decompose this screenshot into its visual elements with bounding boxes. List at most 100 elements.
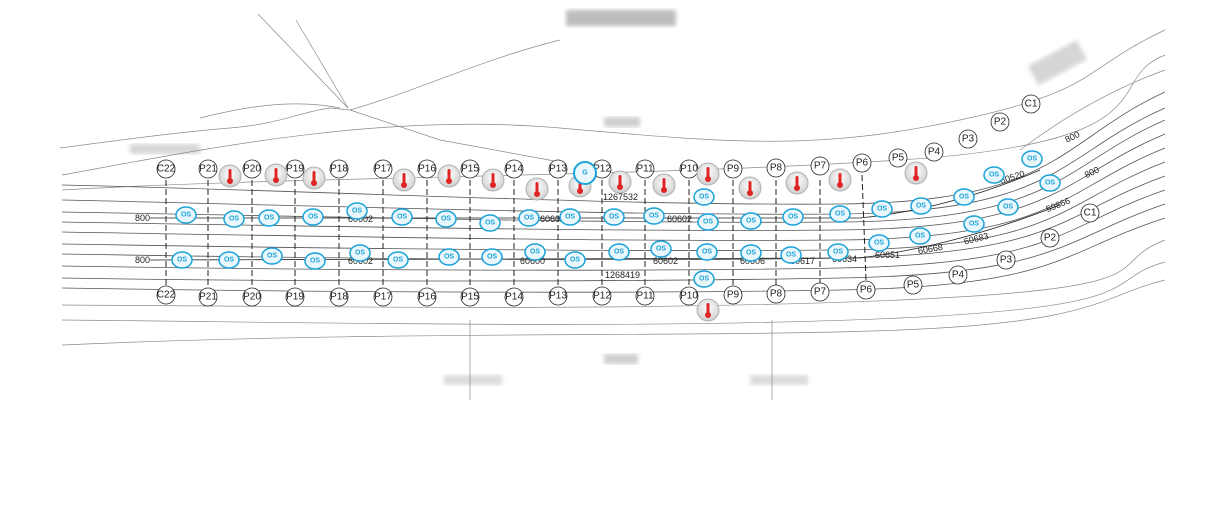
thermometer-icon[interactable]	[218, 164, 242, 188]
pier-label: P21	[198, 287, 218, 307]
svg-text:P15: P15	[461, 164, 479, 175]
thermometer-icon[interactable]	[302, 166, 326, 190]
sensor-marker[interactable]: OS	[782, 208, 804, 226]
sensor-marker[interactable]: OS	[829, 205, 851, 223]
thermometer-icon[interactable]	[481, 168, 505, 192]
svg-text:P17: P17	[374, 164, 392, 175]
thermometer-icon[interactable]	[696, 162, 720, 186]
svg-text:OS: OS	[530, 249, 540, 256]
pier-label: P19	[285, 287, 305, 307]
svg-text:OS: OS	[444, 254, 454, 261]
sensor-marker[interactable]: OS	[261, 247, 283, 265]
sensor-marker[interactable]: OS	[218, 251, 240, 269]
thermometer-icon[interactable]	[608, 170, 632, 194]
svg-text:OS: OS	[699, 194, 709, 201]
thermometer-icon[interactable]	[525, 177, 549, 201]
sensor-marker[interactable]: OS	[827, 243, 849, 261]
svg-text:OS: OS	[649, 213, 659, 220]
sensor-marker[interactable]: OS	[643, 207, 665, 225]
sensor-marker[interactable]: OS	[603, 208, 625, 226]
svg-text:OS: OS	[1027, 156, 1037, 163]
sensor-marker[interactable]: OS	[387, 251, 409, 269]
sensor-marker[interactable]: OS	[963, 215, 985, 233]
sensor-marker[interactable]: OS	[983, 166, 1005, 184]
sensor-marker[interactable]: OS	[740, 244, 762, 262]
pier-label: P8	[766, 284, 786, 304]
chain-label: 60602	[653, 256, 678, 266]
svg-text:OS: OS	[524, 215, 534, 222]
thermometer-icon[interactable]	[785, 171, 809, 195]
svg-text:P19: P19	[286, 292, 304, 303]
sensor-marker[interactable]: OS	[868, 234, 890, 252]
svg-text:C22: C22	[157, 290, 176, 301]
svg-text:P10: P10	[680, 291, 698, 302]
thermometer-icon[interactable]	[828, 168, 852, 192]
sensor-marker[interactable]: OS	[171, 251, 193, 269]
sensor-marker[interactable]: OS	[258, 209, 280, 227]
sensor-marker[interactable]: OS	[481, 248, 503, 266]
svg-text:P6: P6	[856, 158, 869, 169]
sensor-marker[interactable]: OS	[438, 248, 460, 266]
sensor-marker[interactable]: OS	[304, 252, 326, 270]
sensor-marker[interactable]: OS	[608, 243, 630, 261]
thermometer-icon[interactable]	[264, 163, 288, 187]
sensor-marker[interactable]: OS	[696, 243, 718, 261]
pier-label: P10	[679, 159, 699, 179]
sensor-marker[interactable]: OS	[435, 210, 457, 228]
sensor-marker[interactable]: OS	[1039, 174, 1061, 192]
svg-text:P16: P16	[418, 292, 436, 303]
pier-label: P11	[635, 159, 655, 179]
svg-text:P9: P9	[727, 290, 740, 301]
svg-text:C1: C1	[1025, 99, 1038, 110]
chain-label: 60617	[790, 256, 815, 266]
thermometer-icon[interactable]	[904, 161, 928, 185]
sensor-marker[interactable]: OS	[391, 208, 413, 226]
sensor-marker[interactable]: OS	[223, 210, 245, 228]
sensor-marker[interactable]: OS	[564, 251, 586, 269]
sensor-marker[interactable]: OS	[524, 243, 546, 261]
sensor-marker[interactable]: OS	[1021, 150, 1043, 168]
svg-text:P13: P13	[549, 164, 567, 175]
lower-ref-number: 1268419	[605, 270, 640, 280]
sensor-marker[interactable]: OS	[693, 188, 715, 206]
sensor-marker[interactable]: OS	[349, 244, 371, 262]
pier-label: P4	[924, 142, 944, 162]
chain-label: 60668	[917, 242, 943, 256]
svg-text:OS: OS	[656, 246, 666, 253]
sensor-marker[interactable]: OS	[175, 206, 197, 224]
sensor-marker[interactable]: OS	[650, 240, 672, 258]
sensor-marker[interactable]: OS	[909, 227, 931, 245]
sensor-marker[interactable]: OS	[697, 213, 719, 231]
sensor-marker[interactable]: OS	[479, 214, 501, 232]
chain-label: 60602	[667, 214, 692, 224]
thermometer-icon[interactable]	[738, 176, 762, 200]
sensor-marker[interactable]: OS	[740, 212, 762, 230]
sensor-marker[interactable]: OS	[518, 209, 540, 227]
sensor-marker[interactable]: OS	[953, 188, 975, 206]
sensor-marker[interactable]: OS	[693, 270, 715, 288]
sensor-marker[interactable]: OS	[871, 200, 893, 218]
pier-label: P21	[198, 159, 218, 179]
sensor-marker[interactable]: OS	[302, 208, 324, 226]
sensor-marker[interactable]: OS	[559, 208, 581, 226]
sensor-marker[interactable]: OS	[997, 198, 1019, 216]
chain-label: 60602	[540, 214, 565, 224]
svg-text:OS: OS	[916, 203, 926, 210]
svg-text:P8: P8	[770, 289, 783, 300]
svg-text:OS: OS	[609, 214, 619, 221]
pier-label: P7	[810, 282, 830, 302]
thermometer-icon[interactable]	[392, 168, 416, 192]
svg-text:OS: OS	[877, 206, 887, 213]
pier-label: P9	[723, 159, 743, 179]
pier-label: P6	[856, 280, 876, 300]
sensor-marker[interactable]: OS	[346, 202, 368, 220]
thermometer-icon[interactable]	[652, 173, 676, 197]
svg-text:P2: P2	[994, 117, 1007, 128]
track-mark: 800	[135, 213, 150, 223]
sensor-marker[interactable]: OS	[910, 197, 932, 215]
svg-text:OS: OS	[746, 250, 756, 257]
gauge-marker[interactable]: G	[573, 161, 597, 185]
thermometer-icon[interactable]	[696, 298, 720, 322]
thermometer-icon[interactable]	[437, 164, 461, 188]
sensor-marker[interactable]: OS	[780, 246, 802, 264]
